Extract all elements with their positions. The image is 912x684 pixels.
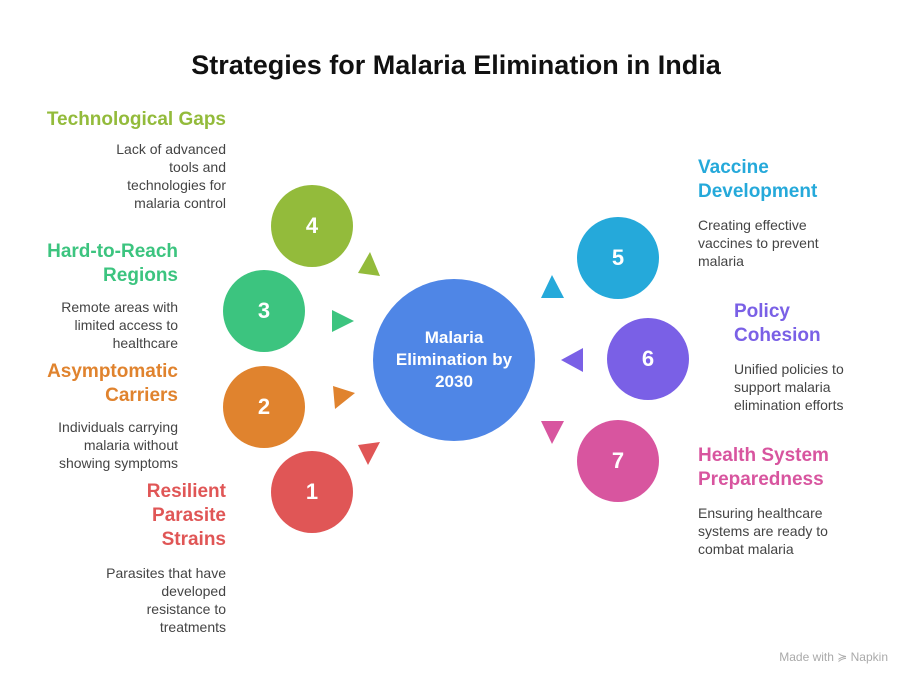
napkin-watermark: Made with ≽ Napkin: [779, 650, 888, 664]
label-1: Resilient Parasite Strains Parasites tha…: [26, 480, 226, 636]
item-desc: Lack of advanced tools and technologies …: [116, 141, 226, 211]
label-4: Technological Gaps Lack of advanced tool…: [26, 108, 226, 212]
arrow-2: [333, 386, 355, 409]
circle-4: 4: [271, 185, 353, 267]
item-title: Health System Preparedness: [698, 445, 829, 490]
item-desc: Creating effective vaccines to prevent m…: [698, 217, 819, 269]
label-7: Health System Preparedness Ensuring heal…: [698, 444, 888, 558]
circle-3: 3: [223, 270, 305, 352]
label-5: Vaccine Development Creating effective v…: [698, 156, 888, 270]
item-title: Vaccine Development: [698, 157, 818, 202]
center-circle: Malaria Elimination by 2030: [373, 279, 535, 441]
item-title: Hard-to-Reach Regions: [47, 241, 178, 286]
arrow-4: [358, 252, 380, 276]
arrow-5: [541, 275, 564, 298]
page-title: Strategies for Malaria Elimination in In…: [191, 50, 721, 80]
circle-1: 1: [271, 451, 353, 533]
item-title: Technological Gaps: [46, 109, 226, 130]
circle-2: 2: [223, 366, 305, 448]
item-desc: Ensuring healthcare systems are ready to…: [698, 505, 828, 557]
arrow-1: [358, 442, 380, 465]
label-3: Hard-to-Reach Regions Remote areas with …: [0, 240, 178, 352]
item-desc: Unified policies to support malaria elim…: [734, 361, 844, 413]
item-desc: Individuals carrying malaria without sho…: [58, 419, 178, 471]
circle-5: 5: [577, 217, 659, 299]
item-title: Resilient Parasite Strains: [146, 481, 226, 550]
arrow-7: [541, 421, 564, 444]
arrow-6: [561, 348, 583, 372]
circle-6: 6: [607, 318, 689, 400]
label-6: Policy Cohesion Unified policies to supp…: [734, 300, 894, 414]
item-desc: Parasites that have developed resistance…: [106, 565, 226, 635]
item-title: Asymptomatic Carriers: [47, 361, 178, 406]
circle-7: 7: [577, 420, 659, 502]
arrow-3: [332, 310, 354, 332]
item-desc: Remote areas with limited access to heal…: [61, 299, 178, 351]
label-2: Asymptomatic Carriers Individuals carryi…: [0, 360, 178, 472]
item-title: Policy Cohesion: [734, 301, 821, 346]
